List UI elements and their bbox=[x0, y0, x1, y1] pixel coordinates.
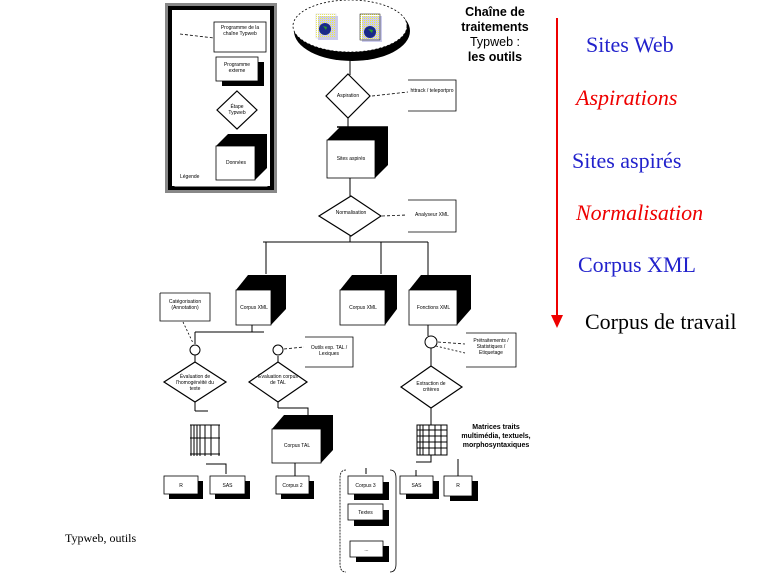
matrix-grid-right bbox=[416, 424, 448, 456]
output-group-item: Corpus 3 bbox=[355, 483, 376, 489]
node-sites-aspires: Sites aspirés bbox=[336, 156, 366, 162]
pipeline-step-normalisation: Normalisation bbox=[576, 200, 704, 225]
title-line: Chaîne de bbox=[465, 5, 525, 19]
pipeline-step-aspirations: Aspirations bbox=[576, 85, 678, 110]
node-aspiration-tool: httrack / teleportpro bbox=[410, 88, 454, 94]
legend-title: Légende bbox=[180, 174, 200, 180]
websites-ellipse bbox=[292, 0, 410, 61]
output-sas-right: SAS bbox=[411, 483, 422, 489]
title-line: traitements bbox=[461, 20, 529, 34]
legend-external-label: Programme externe bbox=[223, 62, 251, 74]
node-normalisation: Normalisation bbox=[335, 210, 367, 216]
pipeline-step-sites-aspires: Sites aspirés bbox=[572, 148, 682, 173]
node-corpus-xml-2: Corpus XML bbox=[349, 305, 377, 311]
matrix-caption: Matrices traits multimédia, textuels, mo… bbox=[461, 424, 531, 449]
cube-corpus-xml-left bbox=[235, 275, 286, 326]
node-corpus-xml: Corpus XML bbox=[240, 305, 268, 311]
node-tool-mid: Outils exp. TAL / Lexiques bbox=[310, 345, 348, 357]
title-line: les outils bbox=[467, 50, 523, 64]
node-eval-right: Extraction de critères bbox=[416, 381, 446, 393]
legend-program-label: Programme de la chaîne Typweb bbox=[220, 25, 260, 37]
legend-data-label: Données bbox=[225, 160, 246, 166]
web-page-icon bbox=[359, 13, 382, 42]
output-group-item: ... bbox=[364, 547, 369, 553]
node-corpus-tal: Corpus TAL bbox=[283, 443, 311, 449]
footer-caption: Typweb, outils bbox=[65, 531, 137, 545]
node-eval-mid: Évaluation corpus de TAL bbox=[258, 374, 298, 386]
output-group-bracket bbox=[339, 468, 397, 573]
legend-step-label: Étape Typweb bbox=[228, 104, 246, 116]
output-r-right: R bbox=[456, 483, 460, 489]
output-r-left: R bbox=[179, 483, 183, 489]
output-box-r-right bbox=[443, 475, 478, 501]
node-normalisation-tool: Analyseur XML bbox=[415, 212, 449, 218]
node-aspiration: Aspiration bbox=[336, 93, 360, 99]
diagram-title: Chaîne de traitements Typweb : les outil… bbox=[445, 5, 545, 65]
output-box-corpus-2 bbox=[275, 475, 314, 499]
pipeline-arrow-head bbox=[551, 315, 563, 328]
output-sas-left: SAS bbox=[222, 483, 233, 489]
legend-box bbox=[165, 3, 277, 193]
cube-corpus-xml-mid bbox=[339, 275, 397, 326]
pipeline-step-corpus-travail: Corpus de travail bbox=[585, 309, 737, 334]
pipeline-step-sites-web: Sites Web bbox=[586, 32, 674, 57]
output-corpus-2: Corpus 2 bbox=[282, 483, 303, 489]
output-box-sas-left bbox=[209, 475, 250, 499]
output-group-item: Textes bbox=[358, 510, 373, 516]
cube-corpus-xml-right bbox=[408, 275, 471, 326]
title-line: Typweb : bbox=[469, 35, 521, 49]
node-tool-left: Catégorisation (Annotation) bbox=[168, 299, 202, 311]
node-corpus-xml-3: Fonctions XML bbox=[416, 305, 451, 311]
web-page-icon bbox=[315, 13, 338, 40]
node-tool-right: Prétraitements / Statistiques / Etiqueta… bbox=[473, 338, 509, 356]
node-eval-left: Évaluation de l'homogénéité du texte bbox=[176, 374, 214, 392]
pipeline-step-corpus-xml: Corpus XML bbox=[578, 252, 696, 277]
cube-corpus-tal bbox=[271, 415, 333, 464]
output-box-r-left bbox=[163, 475, 203, 499]
matrix-grid-left bbox=[190, 424, 220, 456]
